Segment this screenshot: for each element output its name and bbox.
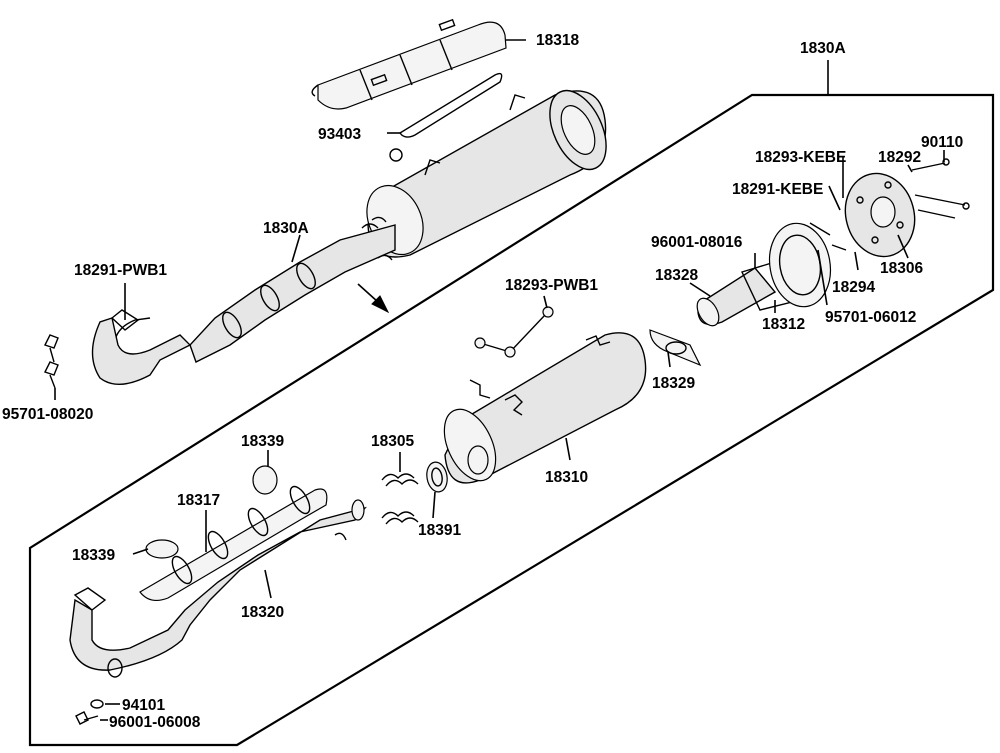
rear-bolt-set: [44, 334, 59, 389]
callout-1830a-assembly: 1830A: [263, 220, 309, 237]
end-cap-bolts: [809, 158, 970, 251]
callout-18294: 18294: [832, 279, 875, 296]
callout-18317: 18317: [177, 492, 220, 509]
callout-90110: 90110: [921, 134, 963, 151]
callout-96001-06008: 96001-06008: [109, 714, 201, 731]
callout-18312: 18312: [762, 316, 805, 333]
callout-18329: 18329: [652, 375, 695, 392]
bolt-94101: [90, 699, 104, 709]
heat-shield-18317: [139, 485, 328, 602]
heat-shield-top: [311, 18, 507, 110]
callout-1830a-frame: 1830A: [800, 40, 846, 57]
leader-lines: [54, 39, 945, 721]
assembled-header-pipe: [91, 216, 396, 385]
callout-labels: 18318 1830A 93403 90110 18293-KEBE 18292…: [2, 32, 963, 731]
callout-95701-06012: 95701-06012: [825, 309, 916, 326]
callout-96001-08016: 96001-08016: [651, 234, 743, 251]
callout-18291-kebe: 18291-KEBE: [732, 181, 823, 198]
callout-18293-pwb1: 18293-PWB1: [505, 277, 598, 294]
callout-18291-pwb1: 18291-PWB1: [74, 262, 167, 279]
gasket-18329: [649, 329, 702, 367]
exploded-view-arrow: [357, 283, 390, 314]
clamp-18339-left: [145, 539, 179, 559]
end-cap-18306: [844, 172, 916, 258]
callout-18320: 18320: [241, 604, 284, 621]
header-pipe-18320: [69, 499, 367, 678]
callout-18339-top: 18339: [241, 433, 284, 450]
callout-18293-kebe: 18293-KEBE: [755, 149, 846, 166]
callout-18328: 18328: [655, 267, 698, 284]
bracket-stay-18293-pwb1: [474, 306, 554, 358]
bolt-96001-06008: [75, 711, 99, 725]
callout-18292: 18292: [878, 149, 921, 166]
callout-18339-left: 18339: [72, 547, 115, 564]
clamp-18339-top: [252, 465, 278, 495]
muffler-18310: [443, 332, 647, 484]
spring-18305: [381, 473, 419, 525]
callout-18306: 18306: [880, 260, 923, 277]
callout-18305: 18305: [371, 433, 414, 450]
callout-18310: 18310: [545, 469, 588, 486]
callout-93403: 93403: [318, 126, 361, 143]
callout-18391: 18391: [418, 522, 461, 539]
assembly-frame: [28, 60, 995, 747]
callout-18318: 18318: [536, 32, 579, 49]
callout-95701-08020: 95701-08020: [2, 406, 93, 423]
heat-shield-strap: [398, 72, 503, 138]
seal-ring-18391: [426, 461, 448, 493]
callout-94101: 94101: [122, 697, 165, 714]
